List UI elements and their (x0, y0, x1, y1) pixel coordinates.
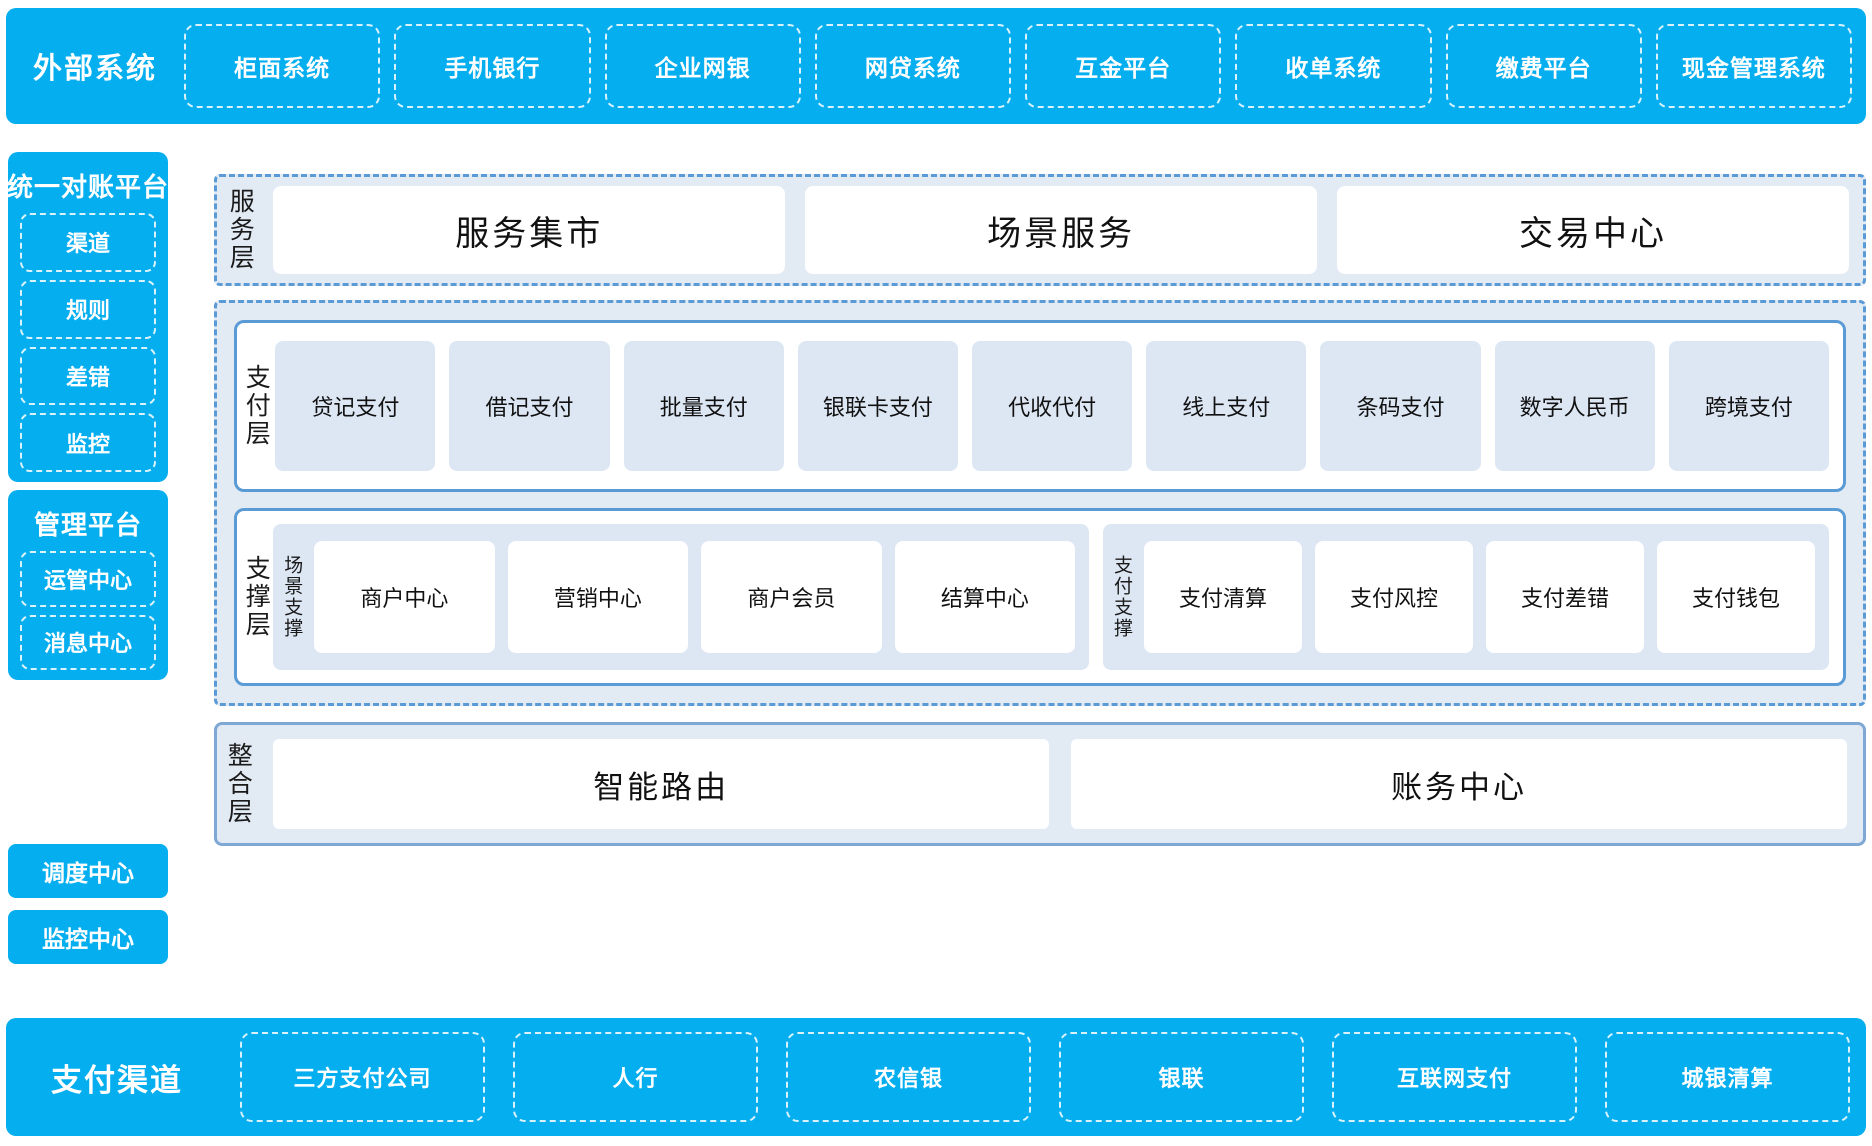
channel-chip-city-bank-clearing[interactable]: 城银清算 (1605, 1032, 1850, 1122)
unified-reconciliation-platform: 统一对账平台 渠道 规则 差错 监控 (7, 152, 170, 482)
scenario-support-group: 场景支撑 商户中心 营销中心 商户会员 结算中心 (273, 524, 1090, 670)
payment-layer-panel: 支付层 贷记支付 借记支付 批量支付 银联卡支付 代收代付 线上支付 条码支付 … (234, 320, 1846, 492)
support-card-payment-error[interactable]: 支付差错 (1486, 541, 1644, 653)
support-card-merchant-center[interactable]: 商户中心 (314, 541, 495, 653)
channel-chip-internet-payment[interactable]: 互联网支付 (1332, 1032, 1577, 1122)
payment-card-collection-payment[interactable]: 代收代付 (972, 341, 1133, 471)
external-system-chip-8[interactable]: 现金管理系统 (1655, 24, 1852, 108)
support-layer-group-row: 场景支撑 商户中心 营销中心 商户会员 结算中心 支付支撑 支付清算 支付风控 … (273, 524, 1829, 670)
integration-layer-label: 整合层 (224, 742, 253, 826)
support-card-payment-clearing[interactable]: 支付清算 (1144, 541, 1302, 653)
support-card-merchant-member[interactable]: 商户会员 (701, 541, 882, 653)
service-card-scenario-service[interactable]: 场景服务 (805, 186, 1318, 274)
channel-chip-pboc[interactable]: 人行 (513, 1032, 758, 1122)
reconciliation-item-error[interactable]: 差错 (20, 346, 156, 406)
management-item-message-center[interactable]: 消息中心 (20, 614, 156, 670)
service-layer-label: 服务层 (226, 188, 255, 272)
payment-card-online[interactable]: 线上支付 (1146, 341, 1307, 471)
support-card-payment-wallet[interactable]: 支付钱包 (1657, 541, 1815, 653)
external-system-chip-2[interactable]: 手机银行 (394, 24, 591, 108)
payment-channels-bar: 支付渠道 三方支付公司 人行 农信银 银联 互联网支付 城银清算 (6, 1018, 1866, 1136)
payment-channels-title: 支付渠道 (51, 1062, 183, 1098)
external-system-chip-4[interactable]: 网贷系统 (814, 24, 1011, 108)
payment-card-batch[interactable]: 批量支付 (623, 341, 784, 471)
support-card-payment-risk[interactable]: 支付风控 (1315, 541, 1473, 653)
service-card-marketplace[interactable]: 服务集市 (273, 186, 786, 274)
reconciliation-item-monitor[interactable]: 监控 (20, 413, 156, 472)
integration-layer-panel: 整合层 智能路由 账务中心 (214, 722, 1866, 846)
integration-card-smart-routing[interactable]: 智能路由 (273, 739, 1050, 829)
reconciliation-item-channel[interactable]: 渠道 (20, 213, 156, 272)
support-card-marketing-center[interactable]: 营销中心 (507, 541, 689, 653)
support-layer-label: 支撑层 (242, 555, 271, 639)
scenario-support-label: 场景支撑 (281, 555, 303, 639)
payment-support-group: 支付支撑 支付清算 支付风控 支付差错 支付钱包 (1103, 524, 1829, 670)
channel-chip-unionpay[interactable]: 银联 (1059, 1032, 1304, 1122)
management-platform-title: 管理平台 (33, 510, 142, 540)
monitoring-center-block[interactable]: 监控中心 (8, 910, 168, 964)
external-system-chip-1[interactable]: 柜面系统 (184, 24, 381, 108)
external-systems-bar: 外部系统 柜面系统 手机银行 企业网银 网贷系统 互金平台 收单系统 缴费平台 … (6, 8, 1866, 124)
reconciliation-platform-title: 统一对账平台 (7, 172, 170, 202)
external-system-chip-6[interactable]: 收单系统 (1235, 24, 1432, 108)
service-layer-row: 服务层 服务集市 场景服务 交易中心 (217, 177, 1863, 283)
payment-card-barcode[interactable]: 条码支付 (1320, 341, 1481, 471)
payment-layer-card-row: 贷记支付 借记支付 批量支付 银联卡支付 代收代付 线上支付 条码支付 数字人民… (275, 341, 1829, 471)
scheduling-center-block[interactable]: 调度中心 (8, 844, 168, 898)
service-card-transaction-center[interactable]: 交易中心 (1337, 186, 1850, 274)
management-platform: 管理平台 运管中心 消息中心 (8, 490, 168, 680)
external-system-chip-5[interactable]: 互金平台 (1025, 24, 1222, 108)
payment-support-label: 支付支撑 (1111, 555, 1132, 639)
payment-card-debit[interactable]: 借记支付 (449, 341, 610, 471)
payment-layer-label: 支付层 (242, 364, 271, 448)
external-systems-title: 外部系统 (32, 53, 157, 85)
payment-card-credit[interactable]: 贷记支付 (275, 341, 436, 471)
external-system-chip-7[interactable]: 缴费平台 (1445, 24, 1642, 108)
support-card-settlement-center[interactable]: 结算中心 (894, 541, 1076, 653)
management-item-operations-center[interactable]: 运管中心 (20, 551, 156, 607)
payment-card-digital-rmb[interactable]: 数字人民币 (1494, 341, 1655, 471)
service-layer-group: 服务层 服务集市 场景服务 交易中心 (214, 174, 1866, 286)
channel-chip-rcc[interactable]: 农信银 (786, 1032, 1031, 1122)
payment-card-unionpay[interactable]: 银联卡支付 (797, 341, 958, 471)
integration-card-accounting-center[interactable]: 账务中心 (1071, 739, 1847, 829)
external-system-chip-3[interactable]: 企业网银 (604, 24, 801, 108)
payment-card-cross-border[interactable]: 跨境支付 (1668, 341, 1829, 471)
support-layer-panel: 支撑层 场景支撑 商户中心 营销中心 商户会员 结算中心 支付支撑 支付清算 支… (234, 508, 1846, 686)
channel-chip-third-party[interactable]: 三方支付公司 (240, 1032, 485, 1122)
reconciliation-item-rule[interactable]: 规则 (20, 279, 156, 339)
